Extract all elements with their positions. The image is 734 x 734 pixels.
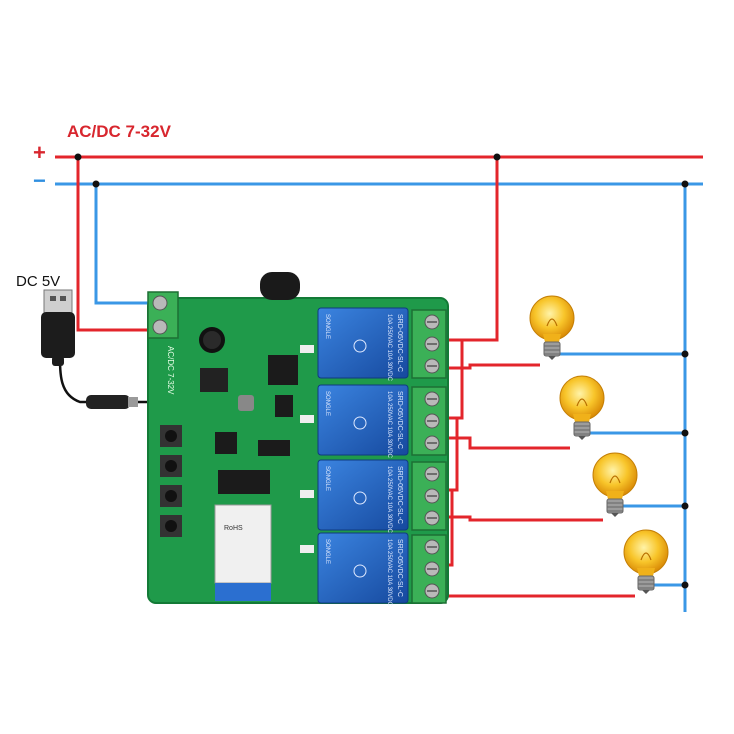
light-bulb-icon-4 <box>623 529 669 594</box>
push-buttons <box>160 425 182 537</box>
relay-model-text: SRD-05VDC-SL-C <box>396 539 403 597</box>
light-bulb-icon-3 <box>592 452 638 517</box>
negative-wires <box>94 184 687 612</box>
positive-symbol: + <box>33 140 46 165</box>
negative-symbol: − <box>33 168 46 193</box>
usb-cable <box>58 354 150 409</box>
relay-1: SRD-05VDC-SL-C 10A 250VAC 10A 30VDC SONGLE <box>317 307 447 382</box>
module-rohs-text: RoHS <box>224 525 243 532</box>
relay-2: SRD-05VDC-SL-C 10A 250VAC 10A 30VDC SONGLE <box>317 384 447 459</box>
light-bulb-icon-1 <box>529 295 575 360</box>
relay-3: SRD-05VDC-SL-C 10A 250VAC 10A 30VDC SONGLE <box>317 459 447 534</box>
light-bulb-icon-2 <box>559 375 605 440</box>
relay-model-text: SRD-05VDC-SL-C <box>396 391 403 449</box>
relay-brand-text: SONGLE <box>324 466 330 491</box>
junction-dots <box>74 153 689 589</box>
relay-brand-text: SONGLE <box>324 391 330 416</box>
relay-model-text: SRD-05VDC-SL-C <box>396 466 403 524</box>
usb-power-label: DC 5V <box>16 273 61 290</box>
bulbs <box>529 295 669 594</box>
relay-brand-text: SONGLE <box>324 539 330 564</box>
relay-brand-text: SONGLE <box>324 314 330 339</box>
power-supply-label: AC/DC 7-32V <box>67 122 171 141</box>
relay-rating-text: 10A 250VAC 10A 30VDC <box>386 539 392 607</box>
relay-model-text: SRD-05VDC-SL-C <box>396 314 403 372</box>
relay-4: SRD-05VDC-SL-C 10A 250VAC 10A 30VDC SONGLE <box>317 532 447 607</box>
relay-rating-text: 10A 250VAC 10A 30VDC <box>386 314 392 382</box>
board-terminal-label: AC/DC 7-32V <box>166 346 175 395</box>
relay-rating-text: 10A 250VAC 10A 30VDC <box>386 391 392 459</box>
relays: SRD-05VDC-SL-C 10A 250VAC 10A 30VDC SONGLE… <box>317 307 447 607</box>
relay-rating-text: 10A 250VAC 10A 30VDC <box>386 466 392 534</box>
usb-plug-icon <box>41 289 75 366</box>
